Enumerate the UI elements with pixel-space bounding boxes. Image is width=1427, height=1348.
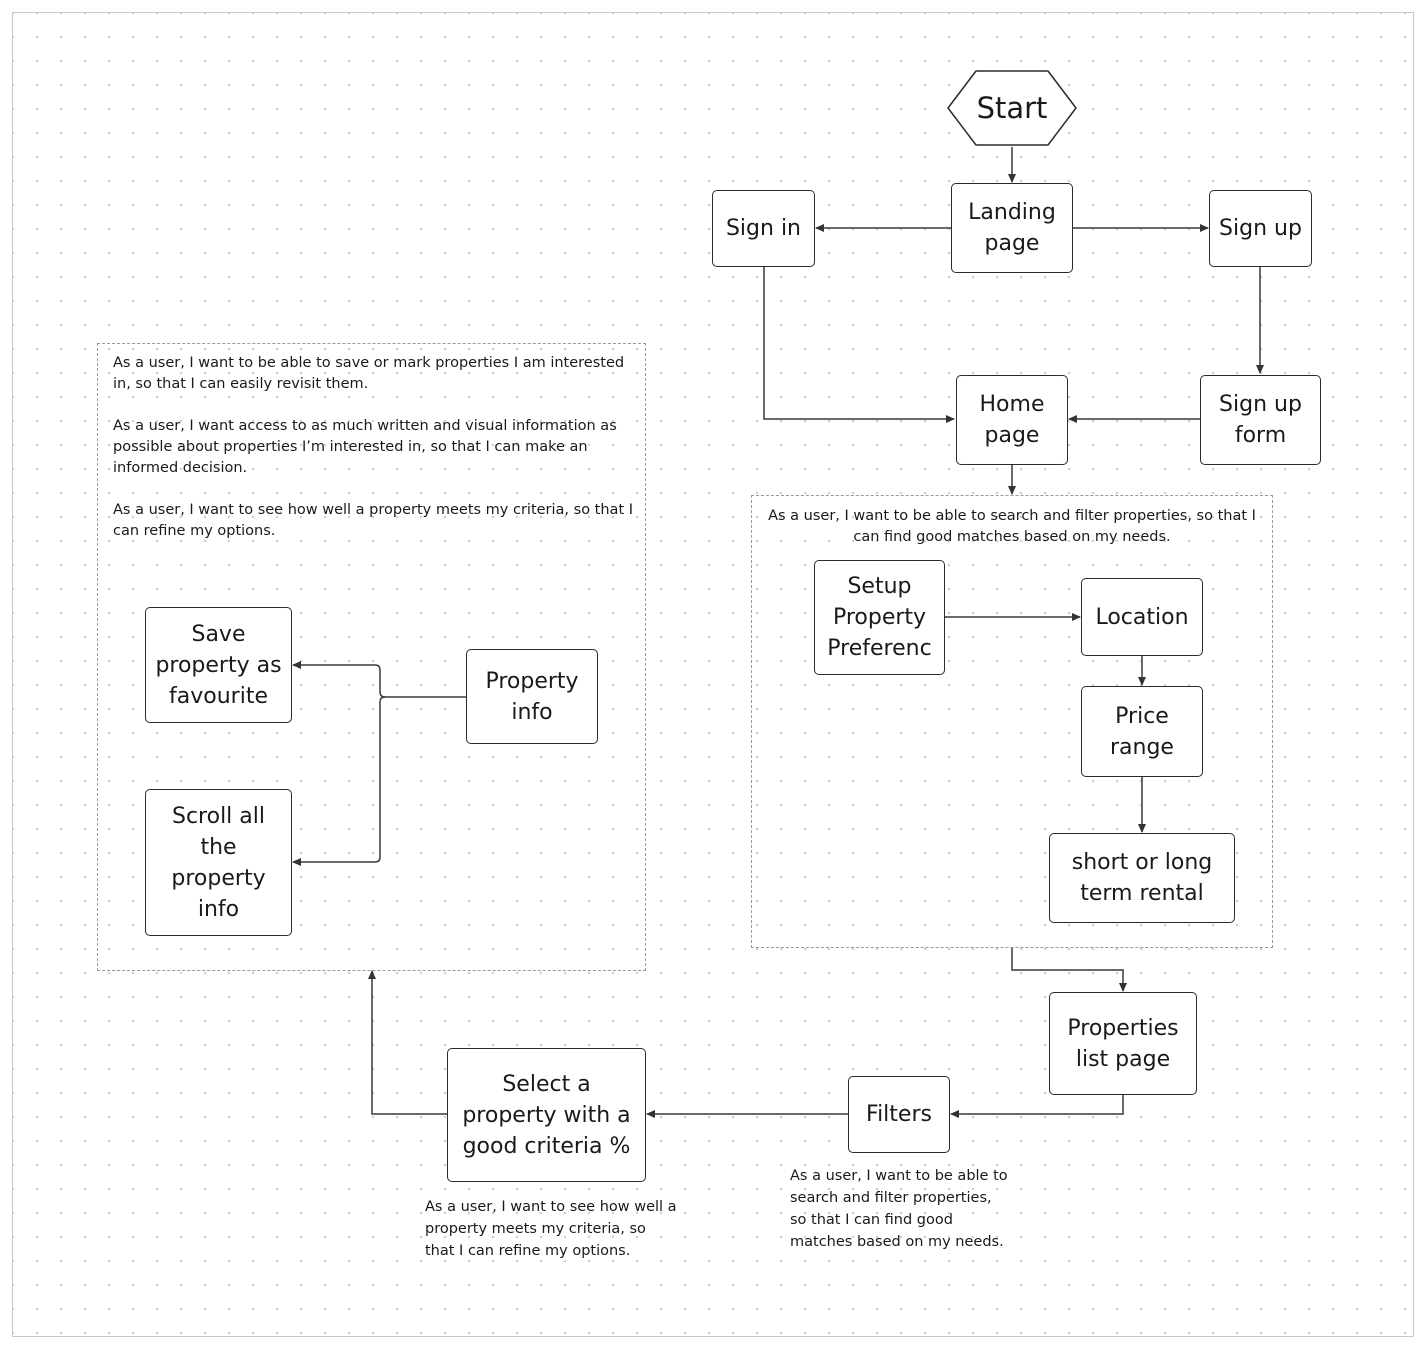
home-page-node[interactable]: Home page xyxy=(956,375,1068,465)
home-page-label: Home page xyxy=(979,392,1045,448)
search-stories-frame xyxy=(751,495,1273,948)
landing-page-label: Landing page xyxy=(968,200,1056,256)
sign-in-node[interactable]: Sign in xyxy=(712,190,815,267)
sign-in-label: Sign in xyxy=(725,216,802,241)
search-panel-note: As a user, I want to be able to search a… xyxy=(768,508,1256,545)
property-info-node[interactable]: Property info xyxy=(466,649,598,744)
location-label: Location xyxy=(1095,604,1189,630)
price-range-label: Price range xyxy=(1110,703,1174,760)
connector-search-to-list xyxy=(1011,948,1127,992)
setup-preferences-label: Setup Property Preferenc xyxy=(827,574,932,661)
property-info-label: Property info xyxy=(485,668,579,725)
filters-node[interactable]: Filters xyxy=(848,1076,950,1153)
scroll-info-node[interactable]: Scroll all the property info xyxy=(145,789,292,936)
properties-list-node[interactable]: Properties list page xyxy=(1049,992,1197,1095)
connector-select-to-panel xyxy=(368,970,448,1115)
location-node[interactable]: Location xyxy=(1081,578,1203,656)
connector-list-to-filters xyxy=(950,1095,1124,1118)
start-label: Start xyxy=(976,91,1048,125)
detail-panel-note: As a user, I want to be able to save or … xyxy=(113,355,634,539)
setup-preferences-node[interactable]: Setup Property Preferenc xyxy=(814,560,945,675)
rental-term-node[interactable]: short or long term rental xyxy=(1049,833,1235,923)
filters-note: As a user, I want to be able to search a… xyxy=(790,1168,1008,1250)
diamond-shape xyxy=(947,70,1077,146)
sign-up-form-node[interactable]: Sign up form xyxy=(1200,375,1321,465)
sign-up-node[interactable]: Sign up xyxy=(1209,190,1312,267)
scroll-info-label: Scroll all the property info xyxy=(171,803,266,922)
landing-page-node[interactable]: Landing page xyxy=(951,183,1073,273)
select-property-label: Select a property with a good criteria % xyxy=(462,1071,631,1159)
save-favourite-node[interactable]: Save property as favourite xyxy=(145,607,292,723)
detail-stories-frame xyxy=(97,343,646,971)
sign-up-label: Sign up xyxy=(1219,216,1302,241)
select-property-node[interactable]: Select a property with a good criteria % xyxy=(447,1048,646,1182)
start-node[interactable]: Start xyxy=(946,69,1078,147)
connector-info-to-scroll xyxy=(292,696,386,866)
filters-label: Filters xyxy=(866,1102,932,1127)
properties-list-label: Properties list page xyxy=(1067,1015,1179,1072)
save-favourite-label: Save property as favourite xyxy=(155,621,282,709)
price-range-node[interactable]: Price range xyxy=(1081,686,1203,777)
rental-term-label: short or long term rental xyxy=(1071,850,1213,906)
select-note: As a user, I want to see how well a prop… xyxy=(425,1199,677,1259)
connector-signin-to-home xyxy=(763,267,955,423)
sign-up-form-label: Sign up form xyxy=(1219,392,1302,448)
